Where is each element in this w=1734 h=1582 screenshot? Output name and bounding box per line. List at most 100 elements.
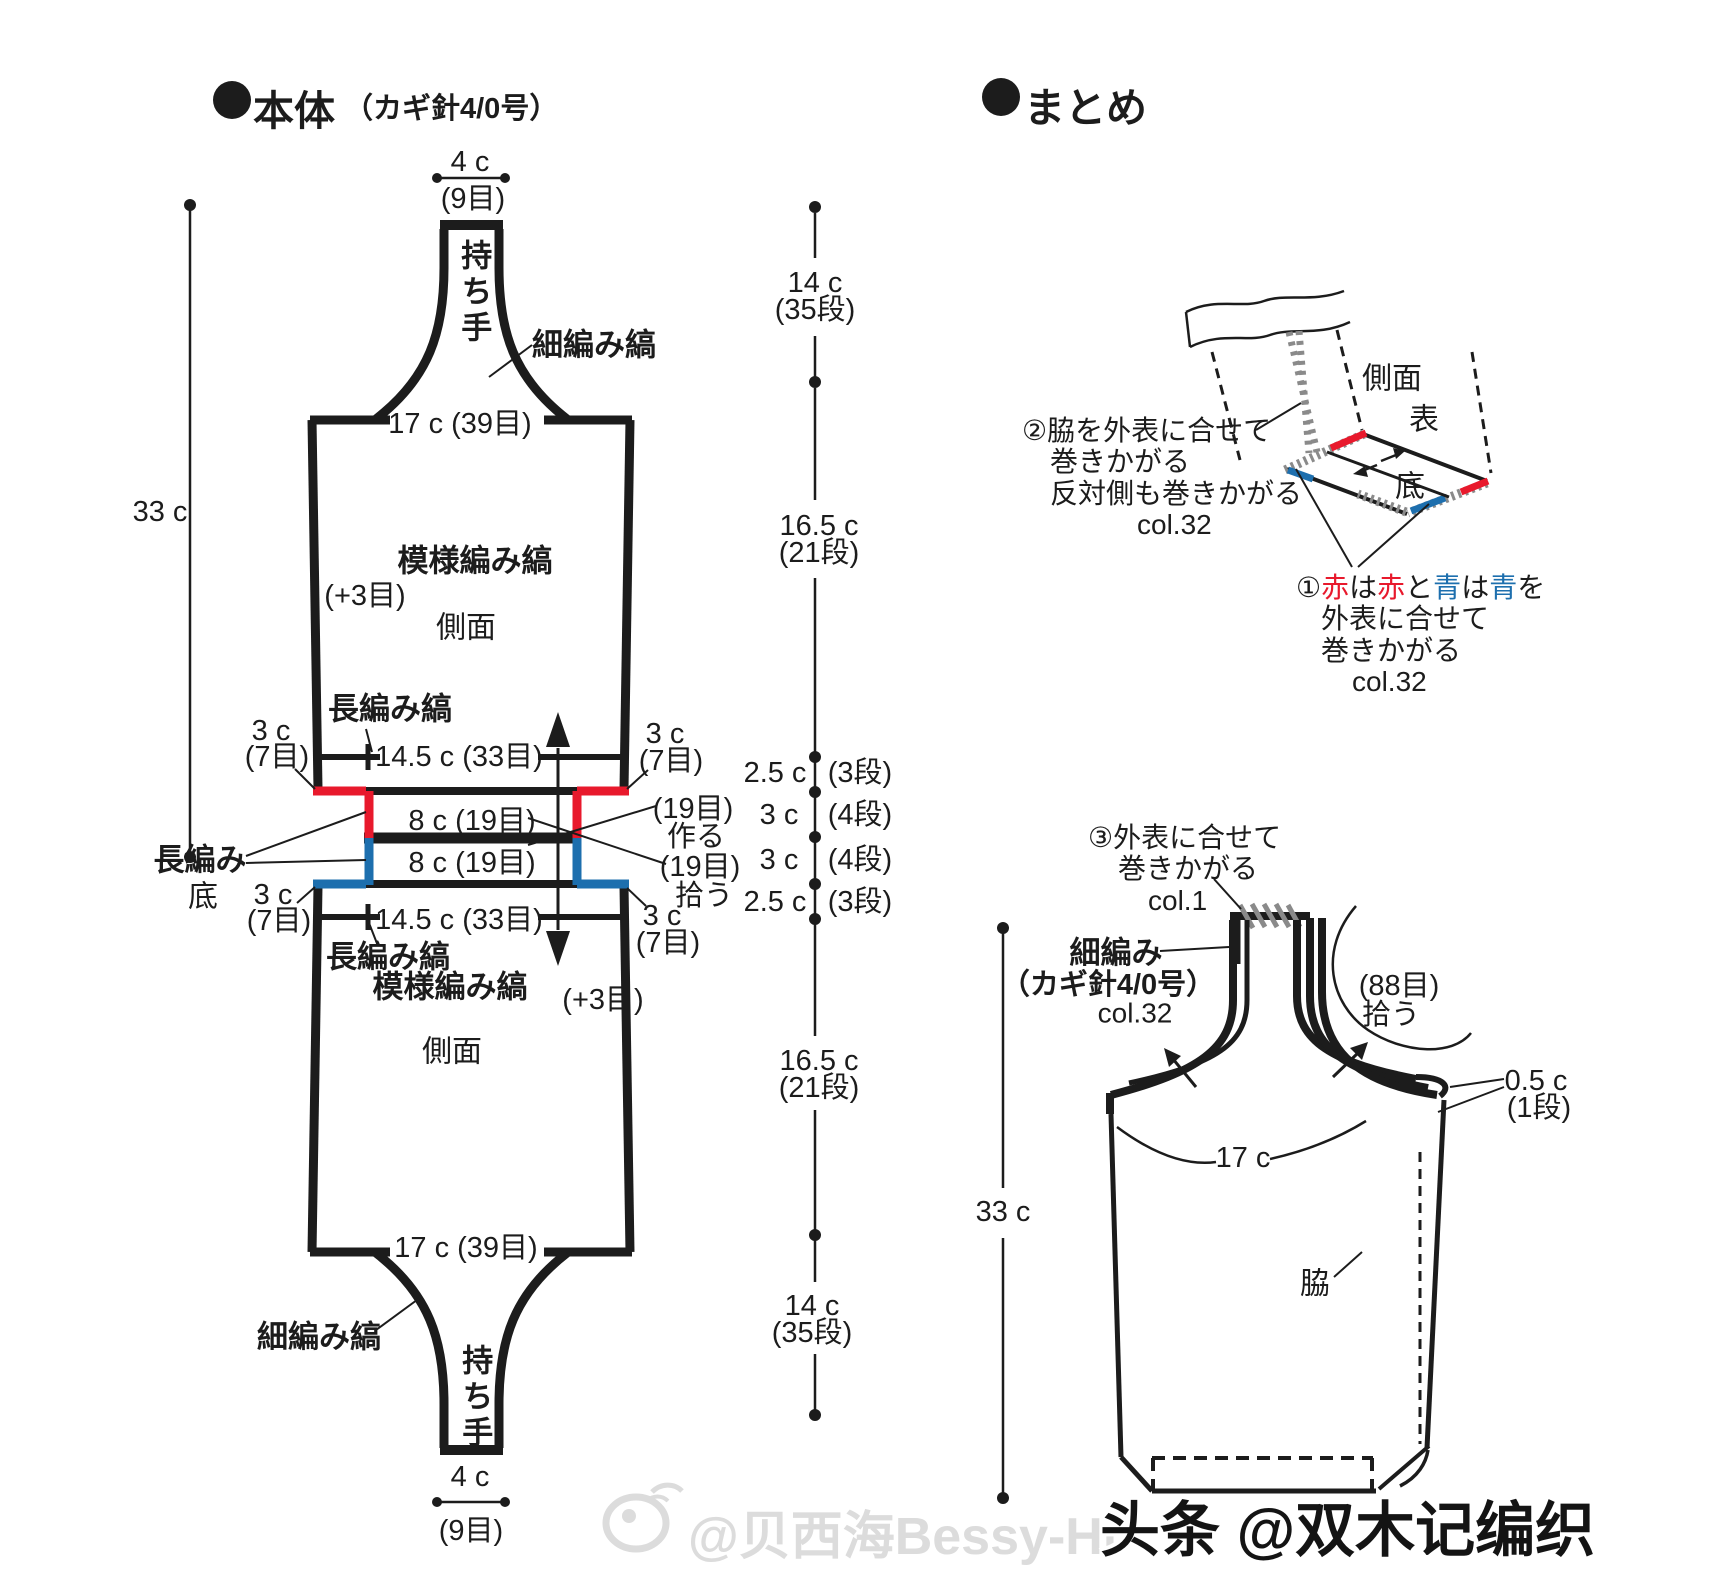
step1-line3: 巻きかがる bbox=[1321, 634, 1462, 666]
dim-3c-lower-right: 3 c bbox=[642, 899, 682, 932]
bag-step3-note: ③外表に合せて 巻きかがる col.1 bbox=[1088, 822, 1281, 916]
col-21r-bottom: (21段) bbox=[778, 1071, 860, 1104]
dim-9st-top: (9目) bbox=[440, 182, 506, 215]
plus3-lower: (+3目) bbox=[562, 983, 644, 1016]
bag-88st: (88目) bbox=[1358, 969, 1440, 1002]
step2-line2: 巻きかがる bbox=[1050, 446, 1191, 478]
bag-17c: 17 c bbox=[1215, 1141, 1271, 1174]
finished-bag-sketch bbox=[1001, 878, 1505, 1498]
col-3c-1: 3 c bbox=[759, 798, 799, 831]
dimension-dots bbox=[184, 173, 510, 1507]
col-165c-bottom: 16.5 c bbox=[779, 1044, 859, 1077]
step3-line2: 巻きかがる bbox=[1118, 853, 1259, 885]
dim-3c-lower-left: 3 c bbox=[253, 878, 293, 911]
step2-line3: 反対側も巻きかがる bbox=[1050, 477, 1303, 509]
col-25c-2: 2.5 c bbox=[743, 885, 807, 918]
bottom-label-left: 底 bbox=[188, 880, 218, 914]
dim-7st-upper-left: (7目) bbox=[244, 740, 310, 773]
dim-9st-bottom: (9目) bbox=[438, 1514, 504, 1547]
assembly-step2-note: ②脇を外表に合せて 巻きかがる 反対側も巻きかがる col.32 bbox=[1022, 415, 1302, 540]
sc-stripe-label-top: 細編み縞 bbox=[532, 327, 656, 363]
bag-hook-note: （カギ針4/0号） bbox=[1000, 968, 1216, 1001]
main-section-hook-note: （カギ針4/0号） bbox=[344, 93, 559, 125]
main-leader-lines bbox=[245, 344, 667, 1331]
st19-make: (19目) bbox=[652, 792, 734, 825]
col-3r-1: (3段) bbox=[827, 756, 893, 789]
side-label-lower: 側面 bbox=[422, 1035, 482, 1069]
dim-3c-upper-right: 3 c bbox=[645, 717, 685, 750]
pattern-stripe-lower: 模様編み縞 bbox=[372, 969, 528, 1005]
dim-17c-top: 17 c (39目) bbox=[388, 407, 532, 440]
main-dimension-lines bbox=[188, 176, 622, 1504]
side-label-upper: 側面 bbox=[436, 611, 496, 645]
dim-33c-left: 33 c bbox=[132, 495, 188, 528]
pattern-stripe-upper: 模様編み縞 bbox=[397, 543, 553, 579]
handle-label-bottom: 持ち手 bbox=[457, 1344, 493, 1452]
col-3c-2: 3 c bbox=[759, 843, 799, 876]
weibo-watermark-text: @贝西海Bessy-Hi bbox=[688, 1508, 1118, 1566]
bullet-icon bbox=[213, 81, 251, 119]
dc-label-left: 長編み bbox=[153, 842, 247, 878]
assembly-step1-note: ①赤は赤と青は青を 外表に合せて 巻きかがる col.32 bbox=[1296, 572, 1545, 697]
bag-waki: 脇 bbox=[1300, 1267, 1330, 1301]
dim-8c-upper: 8 c (19目) bbox=[408, 804, 536, 837]
dc-stripe-lower: 長編み縞 bbox=[326, 939, 450, 975]
dim-3c-upper-left: 3 c bbox=[251, 714, 291, 747]
dim-145c-lower: 14.5 c (33目) bbox=[375, 903, 543, 936]
bag-1r: (1段) bbox=[1506, 1091, 1572, 1124]
pickup-label: 拾う bbox=[674, 879, 734, 912]
st19-pickup: (19目) bbox=[659, 850, 741, 883]
col-25c-1: 2.5 c bbox=[743, 756, 807, 789]
step1-line1: ①赤は赤と青は青を bbox=[1296, 572, 1546, 603]
step1-line2: 外表に合せて bbox=[1321, 603, 1490, 635]
step3-col: col.1 bbox=[1148, 884, 1208, 916]
dim-17c-bottom: 17 c (39目) bbox=[394, 1231, 538, 1264]
dim-145c-upper: 14.5 c (33目) bbox=[375, 740, 543, 773]
bag-pickup: 拾う bbox=[1361, 998, 1421, 1031]
toutiao-watermark-text: 头条 @双木记编织 bbox=[1100, 1497, 1596, 1564]
col-21r-top: (21段) bbox=[778, 536, 860, 569]
dim-4c-bottom: 4 c bbox=[450, 1460, 490, 1493]
measurement-column-dots bbox=[809, 201, 821, 1421]
step2-line1: ②脇を外表に合せて bbox=[1022, 415, 1272, 446]
weibo-watermark-icon bbox=[602, 1482, 684, 1553]
col-35r-bottom: (35段) bbox=[771, 1316, 853, 1349]
col-3r-2: (3段) bbox=[827, 885, 893, 918]
col-4r-2: (4段) bbox=[827, 843, 893, 876]
bag-33c: 33 c bbox=[975, 1195, 1031, 1228]
handle-label-top: 持ち手 bbox=[456, 239, 492, 347]
assembly-front-label: 表 bbox=[1409, 403, 1439, 437]
dim-4c-top: 4 c bbox=[450, 145, 490, 178]
bag-sc-label: 細編み bbox=[1069, 935, 1163, 971]
main-piece-outline bbox=[307, 220, 635, 1455]
plus3-upper: (+3目) bbox=[324, 579, 406, 612]
assembly-section-title: まとめ bbox=[1024, 85, 1147, 131]
dim-8c-lower: 8 c (19目) bbox=[408, 846, 536, 879]
main-section-title: 本体 bbox=[253, 88, 335, 134]
section-bullet-icons bbox=[213, 78, 1020, 119]
col-4r-1: (4段) bbox=[827, 798, 893, 831]
sc-stripe-label-bottom: 細編み縞 bbox=[257, 1319, 381, 1355]
bag-dots-arrowheads bbox=[997, 922, 1368, 1504]
dim-7st-lower-right: (7目) bbox=[635, 926, 701, 959]
step2-col: col.32 bbox=[1137, 509, 1212, 541]
dim-7st-lower-left: (7目) bbox=[246, 904, 312, 937]
assembly-sketch bbox=[1184, 289, 1493, 568]
make-label: 作る bbox=[666, 820, 726, 853]
dc-stripe-upper: 長編み縞 bbox=[328, 691, 452, 727]
blue-seam-marks bbox=[313, 838, 629, 889]
col-14c-top: 14 c bbox=[787, 266, 843, 299]
assembly-bottom-label: 底 bbox=[1395, 470, 1425, 504]
step3-line1: ③外表に合せて bbox=[1088, 822, 1282, 853]
dim-7st-upper-right: (7目) bbox=[638, 744, 704, 777]
direction-arrowheads bbox=[546, 712, 570, 966]
col-35r-top: (35段) bbox=[774, 293, 856, 326]
assembly-side-label: 側面 bbox=[1362, 362, 1422, 396]
bag-05c: 0.5 c bbox=[1504, 1064, 1568, 1097]
bag-col32: col.32 bbox=[1097, 997, 1173, 1029]
step1-col: col.32 bbox=[1352, 666, 1427, 698]
col-165c-top: 16.5 c bbox=[779, 509, 859, 542]
bullet-icon bbox=[982, 78, 1020, 116]
